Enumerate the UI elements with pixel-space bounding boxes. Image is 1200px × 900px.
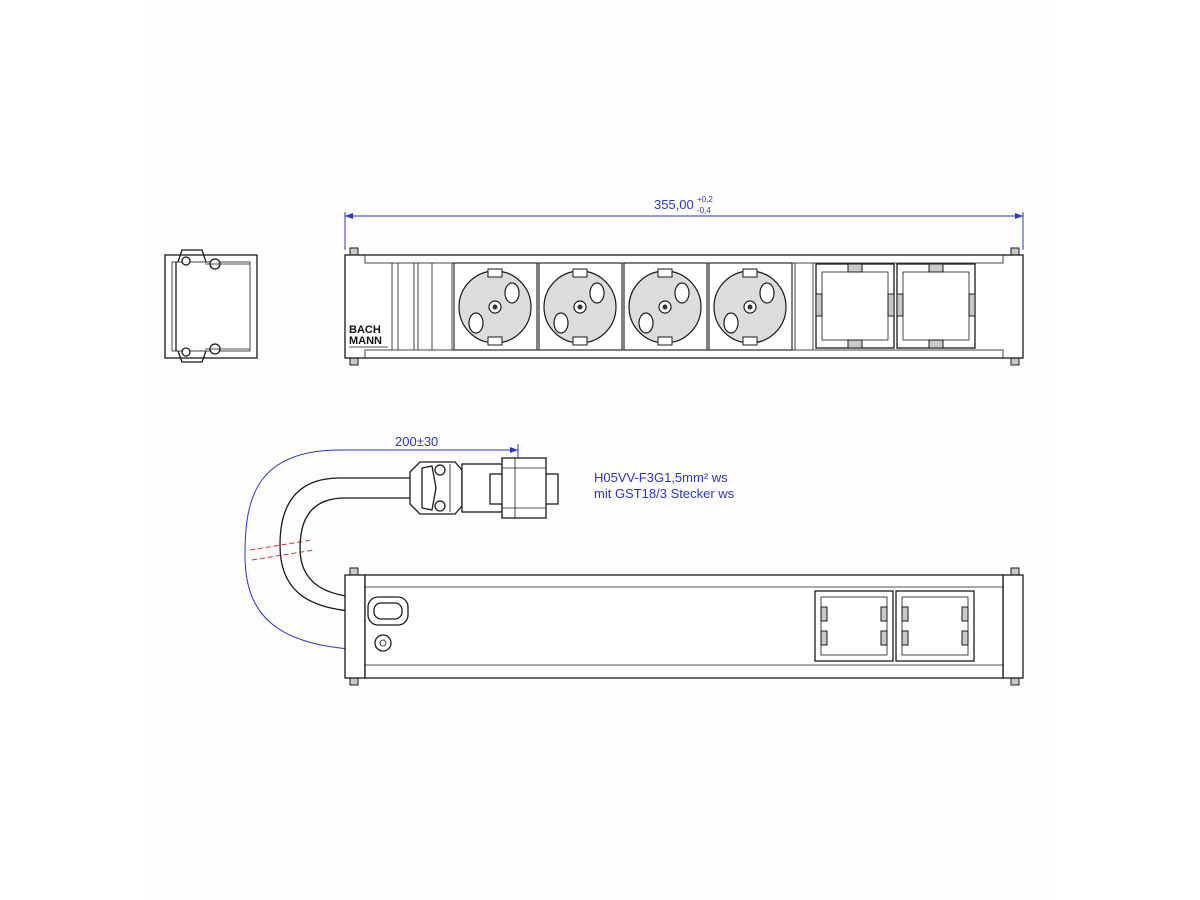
cable-length-value: 200±30 — [395, 434, 438, 449]
side-view — [164, 249, 258, 363]
length-value: 355,00 — [654, 197, 694, 212]
empty-module-front-2 — [896, 263, 976, 349]
schuko-socket-1 — [453, 262, 538, 351]
gst18-plug — [409, 457, 559, 519]
cable-spec-line1: H05VV-F3G1,5mm² ws — [594, 470, 728, 485]
brand-logo-line1: BACH — [349, 324, 381, 336]
cable-assembly: 200±30 H05VV-F3G1,5mm² ws mit GST18/3 St… — [244, 434, 735, 655]
empty-module-rear-2 — [895, 590, 975, 662]
schuko-socket-4 — [708, 262, 793, 351]
brand-logo-line2: MANN — [349, 335, 382, 347]
overall-length-dimension: 355,00 +0,2 -0,4 — [344, 195, 1024, 250]
schuko-socket-2 — [538, 262, 623, 351]
front-view: BACH MANN — [344, 247, 1024, 366]
empty-module-rear-1 — [814, 590, 894, 662]
cable-spec-line2: mit GST18/3 Stecker ws — [594, 486, 735, 501]
drawing-sheet — [150, 0, 1050, 900]
rear-view — [344, 567, 1024, 686]
length-tol-plus: +0,2 — [697, 195, 713, 204]
empty-module-front-1 — [815, 263, 895, 349]
length-tol-minus: -0,4 — [697, 206, 711, 215]
schuko-socket-3 — [623, 262, 708, 351]
